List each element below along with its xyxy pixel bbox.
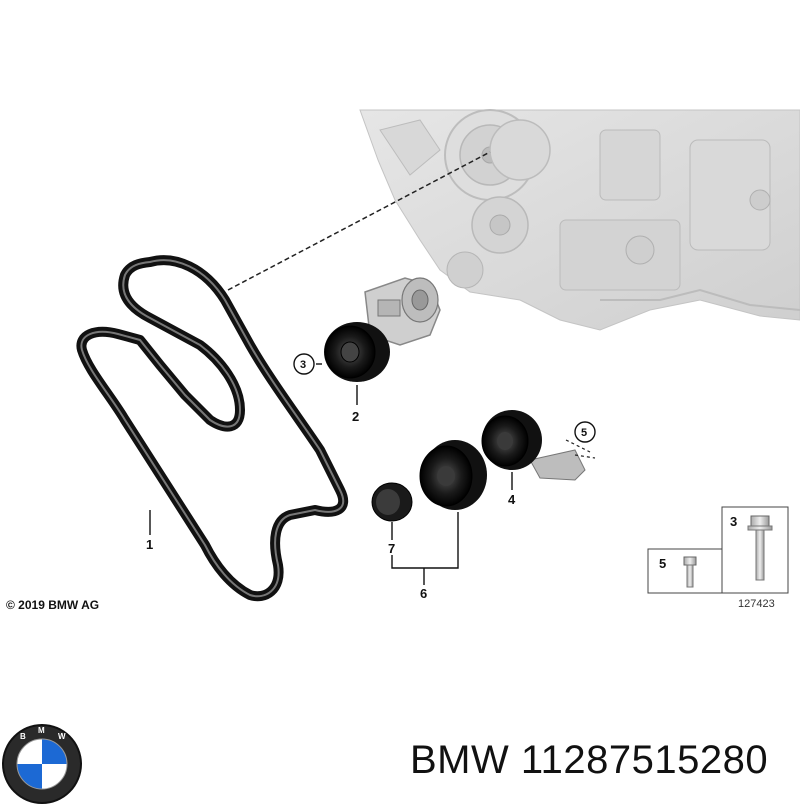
bmw-logo-icon: B M W bbox=[2, 724, 82, 804]
callout-3-circle bbox=[293, 353, 315, 375]
dust-cap bbox=[371, 482, 413, 522]
svg-text:M: M bbox=[38, 726, 45, 735]
bolt-legend bbox=[647, 506, 789, 594]
diagram-number: 127423 bbox=[738, 598, 775, 610]
part-title: BMW 11287515280 bbox=[410, 738, 768, 783]
copyright-text: © 2019 BMW AG bbox=[6, 598, 100, 612]
bolt-3-icon bbox=[747, 515, 773, 581]
engine-block bbox=[359, 109, 800, 331]
part-number: 11287515280 bbox=[520, 738, 769, 782]
legend-label-3: 3 bbox=[730, 514, 737, 529]
callout-5: 5 bbox=[581, 427, 587, 439]
callout-2: 2 bbox=[352, 409, 359, 424]
svg-text:B: B bbox=[20, 732, 26, 741]
idler-pulley bbox=[419, 440, 487, 510]
drive-belt bbox=[76, 255, 349, 602]
belt-tensioner bbox=[364, 277, 441, 346]
callout-5-circle bbox=[574, 421, 596, 443]
leader-line bbox=[227, 151, 491, 291]
callout-4: 4 bbox=[508, 492, 516, 507]
callout-7: 7 bbox=[388, 541, 395, 556]
callout-lines bbox=[149, 363, 513, 585]
guide-pulley-with-bracket bbox=[481, 410, 586, 481]
brand-name: BMW bbox=[410, 738, 510, 782]
callout-6: 6 bbox=[420, 586, 427, 601]
callout-1: 1 bbox=[146, 537, 153, 552]
leader-5 bbox=[565, 439, 591, 453]
svg-text:W: W bbox=[58, 732, 66, 741]
bolt-5-icon bbox=[683, 556, 697, 588]
legend-label-5: 5 bbox=[659, 556, 666, 571]
pulley-tensioner bbox=[324, 322, 390, 382]
callout-3: 3 bbox=[300, 359, 306, 371]
